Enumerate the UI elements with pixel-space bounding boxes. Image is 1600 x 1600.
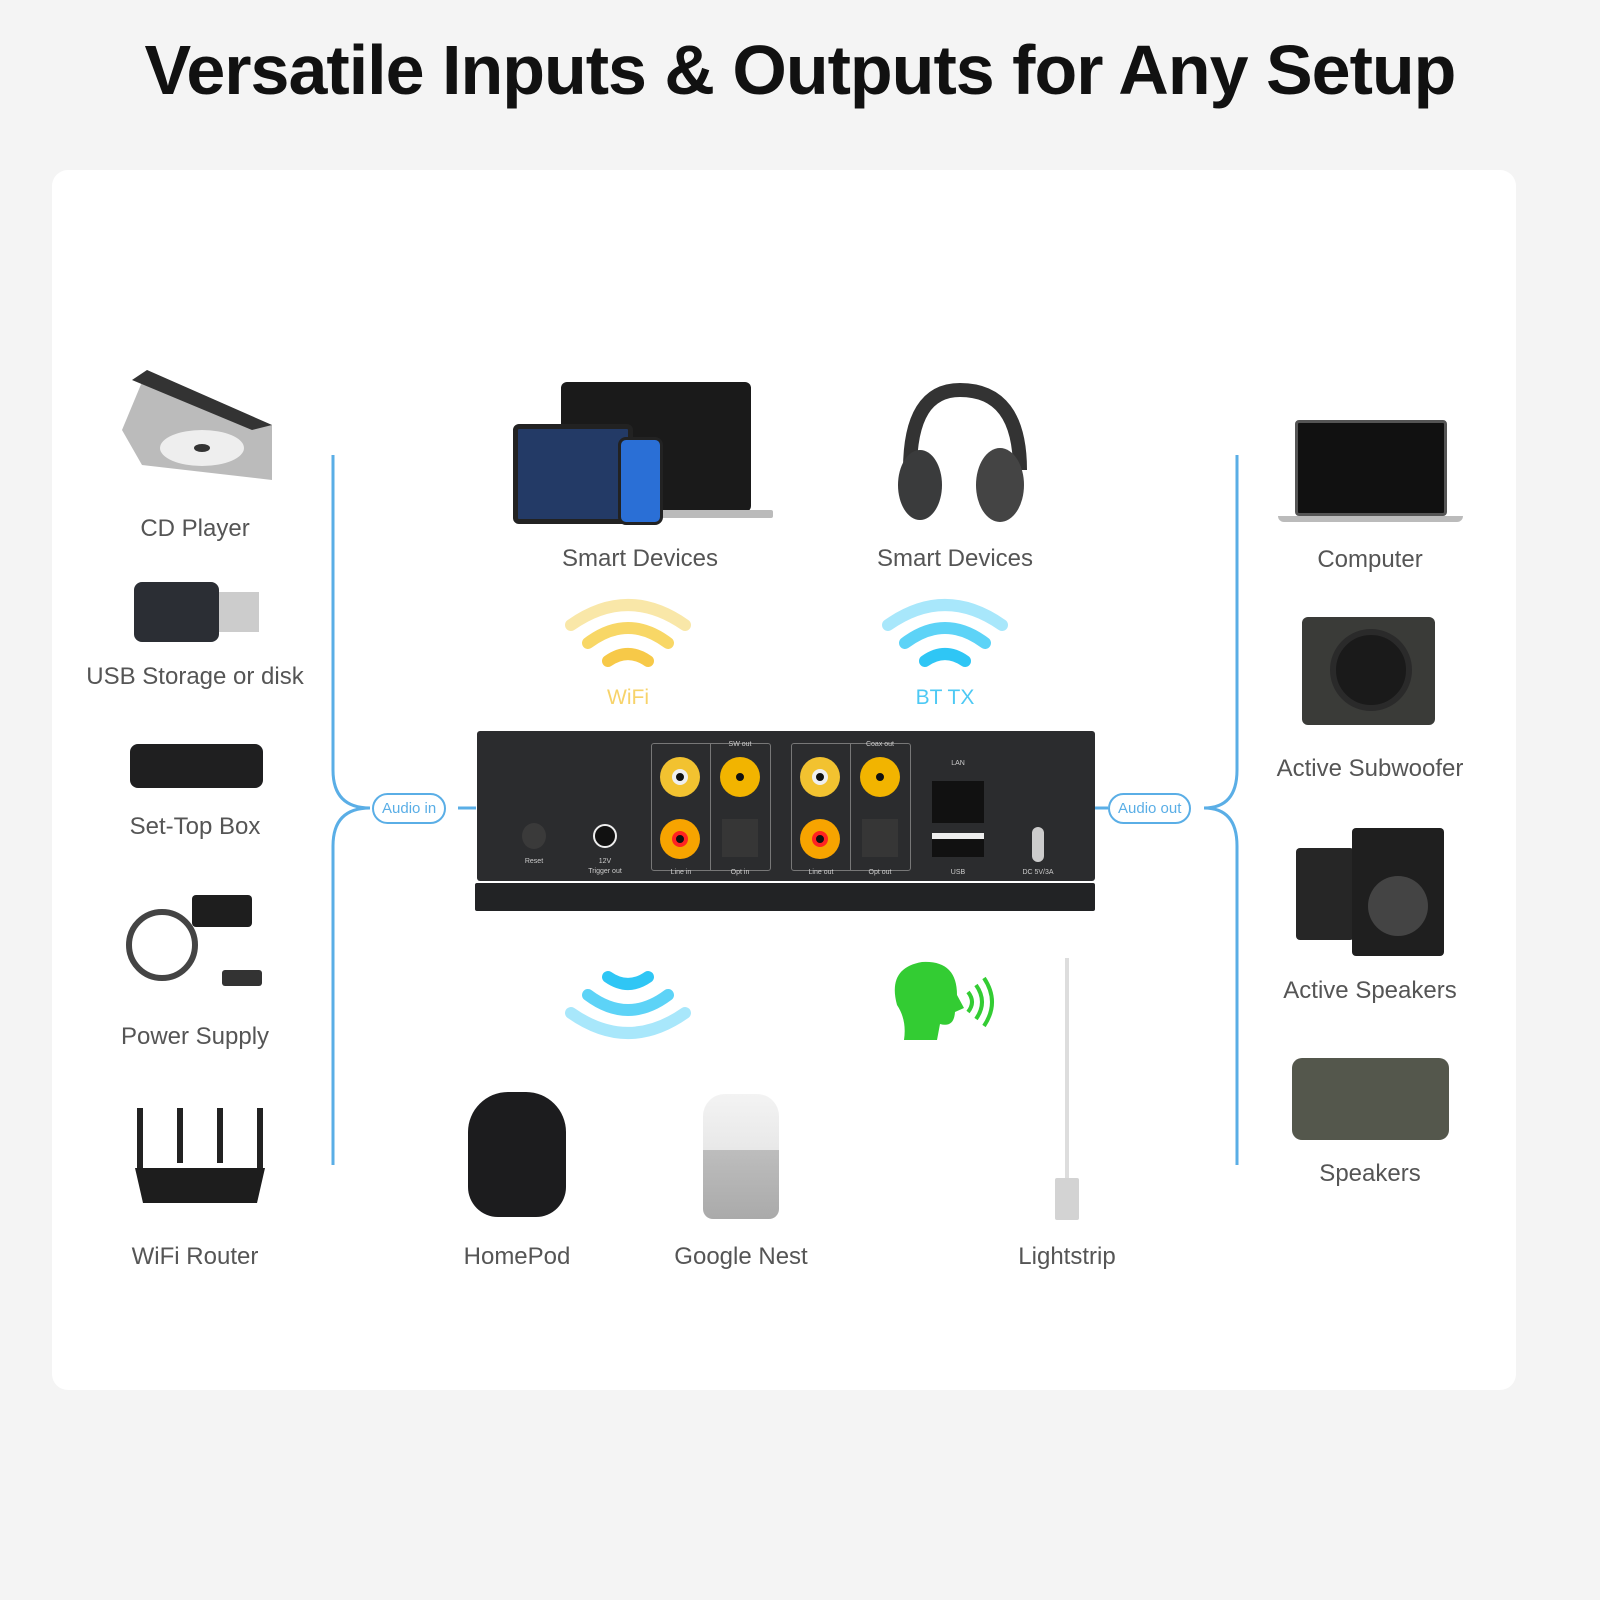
- port-label: Reset: [524, 858, 544, 865]
- port-label: 12V: [598, 858, 612, 865]
- top-device-label: Smart Devices: [561, 545, 719, 572]
- input-label: USB Storage or disk: [86, 663, 304, 690]
- line-in-left-jack: [660, 757, 700, 797]
- line-out-left-jack: [800, 757, 840, 797]
- wireless-cast-icon: [565, 971, 691, 1039]
- laptop-icon: [1278, 420, 1463, 525]
- output-label: Speakers: [1319, 1160, 1421, 1187]
- output-label: Computer: [1317, 546, 1423, 573]
- top-device-label: Smart Devices: [876, 545, 1034, 572]
- bt-label: BT TX: [915, 686, 975, 709]
- port-label: DC 5V/3A: [1022, 869, 1054, 876]
- sw-out-jack: [720, 757, 760, 797]
- page-title: Versatile Inputs & Outputs for Any Setup: [144, 31, 1457, 109]
- set-top-box-icon: [130, 744, 263, 788]
- speakers-icon: [1296, 828, 1444, 958]
- port-label: LAN: [951, 760, 965, 767]
- streamer-base: [475, 883, 1095, 911]
- reset-button: [522, 823, 546, 849]
- opt-out-port: [862, 819, 898, 857]
- input-label: WiFi Router: [131, 1243, 259, 1270]
- homepod-icon: [468, 1092, 566, 1217]
- tablet-laptop-phone-icon: [513, 382, 773, 527]
- input-label: CD Player: [140, 515, 250, 542]
- bluetooth-speaker-icon: [1292, 1058, 1449, 1140]
- input-label: Set-Top Box: [129, 813, 261, 840]
- cd-player-icon: [122, 370, 272, 495]
- port-label: Line out: [808, 869, 834, 876]
- usb-port: [932, 833, 984, 857]
- input-label: Power Supply: [120, 1023, 270, 1050]
- port-label: Trigger out: [588, 868, 622, 875]
- port-label: USB: [950, 869, 966, 876]
- dc-port: [1032, 827, 1044, 862]
- bottom-device-label: Google Nest: [674, 1243, 808, 1270]
- audio-out-badge: Audio out: [1108, 793, 1192, 824]
- port-label: SW out: [728, 741, 752, 748]
- line-out-right-jack: [800, 819, 840, 859]
- wifi-icon: [565, 599, 691, 667]
- power-supply-icon: [122, 890, 272, 995]
- output-label: Active Subwoofer: [1276, 755, 1464, 782]
- google-nest-icon: [703, 1094, 779, 1219]
- wifi-label: WiFi: [607, 686, 649, 709]
- usb-drive-icon: [134, 582, 259, 642]
- lan-port: [932, 781, 984, 823]
- output-label: Active Speakers: [1283, 977, 1457, 1004]
- port-label: Opt out: [868, 869, 892, 876]
- opt-in-port: [722, 819, 758, 857]
- coax-out-jack: [860, 757, 900, 797]
- port-label: Coax out: [865, 741, 895, 748]
- bottom-device-label: Lightstrip: [1018, 1243, 1116, 1270]
- port-label: Opt in: [730, 869, 750, 876]
- streamer-rear-panel: Reset 12V Trigger out SW out Coax out Li…: [477, 731, 1095, 881]
- subwoofer-icon: [1302, 617, 1435, 725]
- line-in-right-jack: [660, 819, 700, 859]
- lightstrip-icon: [1065, 958, 1069, 1180]
- router-icon: [135, 1108, 265, 1206]
- bluetooth-icon: [882, 599, 1008, 667]
- bottom-device-label: HomePod: [463, 1243, 571, 1270]
- trigger-jack: [593, 824, 617, 848]
- lightstrip-controller: [1055, 1178, 1079, 1220]
- port-label: Line in: [670, 869, 692, 876]
- audio-in-badge: Audio in: [372, 793, 447, 824]
- headphones-icon: [890, 382, 1030, 525]
- voice-control-icon: [894, 961, 994, 1040]
